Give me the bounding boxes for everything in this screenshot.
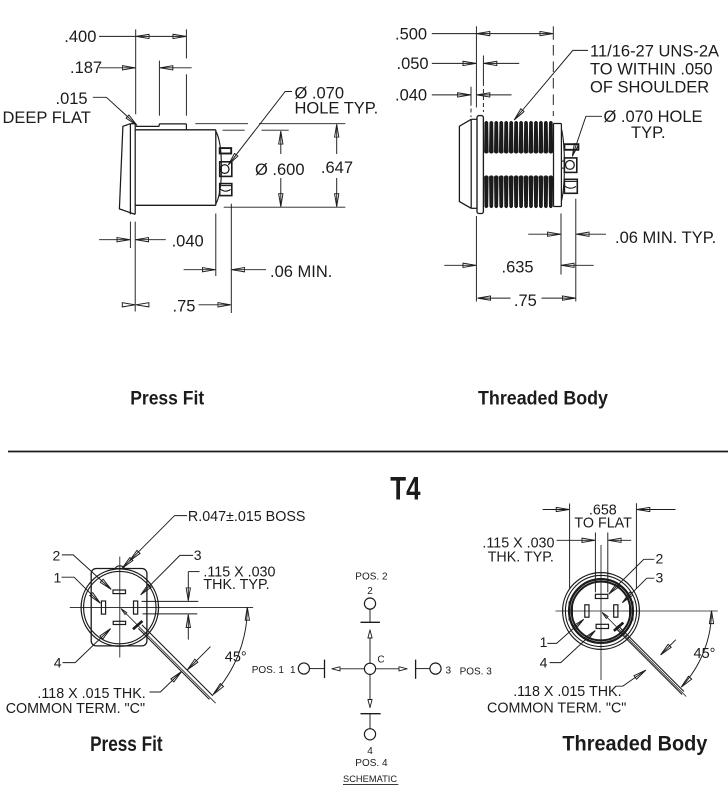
svg-text:TO FLAT: TO FLAT [574, 516, 632, 532]
svg-text:.115 X .030: .115 X .030 [482, 535, 554, 551]
svg-text:.647: .647 [321, 159, 353, 177]
svg-text:.040: .040 [395, 87, 427, 105]
svg-text:45°: 45° [694, 646, 716, 662]
svg-text:11/16-27 UNS-2A: 11/16-27 UNS-2A [590, 43, 719, 61]
svg-text:POS. 4: POS. 4 [355, 758, 388, 769]
svg-text:POS. 1: POS. 1 [252, 665, 285, 676]
svg-text:HOLE TYP.: HOLE TYP. [295, 100, 379, 118]
svg-text:THK. TYP.: THK. TYP. [203, 577, 269, 593]
svg-text:COMMON TERM. "C": COMMON TERM. "C" [487, 700, 626, 716]
svg-text:2: 2 [53, 548, 61, 564]
svg-text:3: 3 [656, 570, 664, 586]
svg-text:SCHEMATIC: SCHEMATIC [343, 774, 397, 784]
svg-text:.115 X .030: .115 X .030 [203, 565, 275, 581]
svg-text:Press Fit: Press Fit [90, 733, 163, 756]
svg-text:3: 3 [446, 666, 452, 677]
svg-text:.050: .050 [397, 55, 429, 73]
svg-text:Threaded Body: Threaded Body [478, 388, 608, 409]
svg-text:TO WITHIN .050: TO WITHIN .050 [590, 60, 713, 78]
svg-text:4: 4 [540, 655, 548, 671]
svg-text:OF SHOULDER: OF SHOULDER [590, 78, 709, 96]
svg-text:C: C [377, 655, 384, 666]
svg-text:45°: 45° [225, 650, 247, 666]
svg-text:4: 4 [367, 746, 373, 757]
svg-text:Press Fit: Press Fit [130, 388, 205, 409]
svg-text:.400: .400 [64, 28, 96, 46]
svg-text:Threaded Body: Threaded Body [562, 733, 707, 756]
svg-text:DEEP FLAT: DEEP FLAT [3, 109, 91, 127]
svg-text:.015: .015 [56, 90, 88, 108]
svg-text:1: 1 [540, 634, 548, 650]
svg-text:POS. 3: POS. 3 [460, 667, 493, 678]
svg-text:COMMON TERM. "C": COMMON TERM. "C" [6, 701, 145, 717]
svg-text:.500: .500 [395, 25, 427, 43]
svg-text:4: 4 [54, 654, 62, 670]
svg-text:R.047±.015 BOSS: R.047±.015 BOSS [188, 509, 306, 525]
svg-text:.658: .658 [589, 502, 617, 518]
svg-text:.118 X .015 THK.: .118 X .015 THK. [513, 684, 621, 700]
svg-text:2: 2 [656, 550, 664, 566]
svg-text:.635: .635 [502, 258, 534, 276]
svg-text:.040: .040 [172, 233, 204, 251]
svg-text:.06 MIN. TYP.: .06 MIN. TYP. [615, 229, 716, 247]
svg-text:.187: .187 [70, 59, 102, 77]
svg-text:1: 1 [54, 569, 62, 585]
svg-text:.75: .75 [514, 292, 537, 310]
svg-text:TYP.: TYP. [631, 124, 666, 142]
svg-text:1: 1 [290, 665, 296, 676]
svg-text:Ø .070 HOLE: Ø .070 HOLE [604, 108, 703, 126]
svg-text:2: 2 [367, 586, 373, 597]
svg-text:T4: T4 [390, 470, 420, 506]
svg-text:POS. 2: POS. 2 [355, 571, 388, 582]
svg-text:Ø .070: Ø .070 [295, 85, 345, 103]
svg-text:Ø .600: Ø .600 [255, 161, 305, 179]
svg-text:.75: .75 [173, 298, 196, 316]
svg-text:3: 3 [194, 547, 202, 563]
svg-text:.06 MIN.: .06 MIN. [270, 263, 332, 281]
svg-text:THK. TYP.: THK. TYP. [488, 550, 554, 566]
svg-text:.118 X .015 THK.: .118 X .015 THK. [37, 686, 145, 702]
